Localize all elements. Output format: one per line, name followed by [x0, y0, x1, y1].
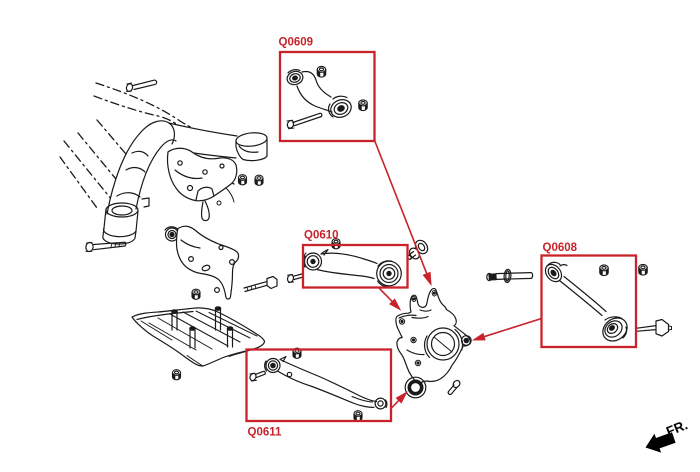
svg-text:Q0611: Q0611 — [248, 427, 282, 439]
svg-text:Q0610: Q0610 — [304, 229, 339, 241]
svg-text:Q0608: Q0608 — [543, 242, 578, 254]
svg-text:Q0609: Q0609 — [279, 37, 314, 49]
